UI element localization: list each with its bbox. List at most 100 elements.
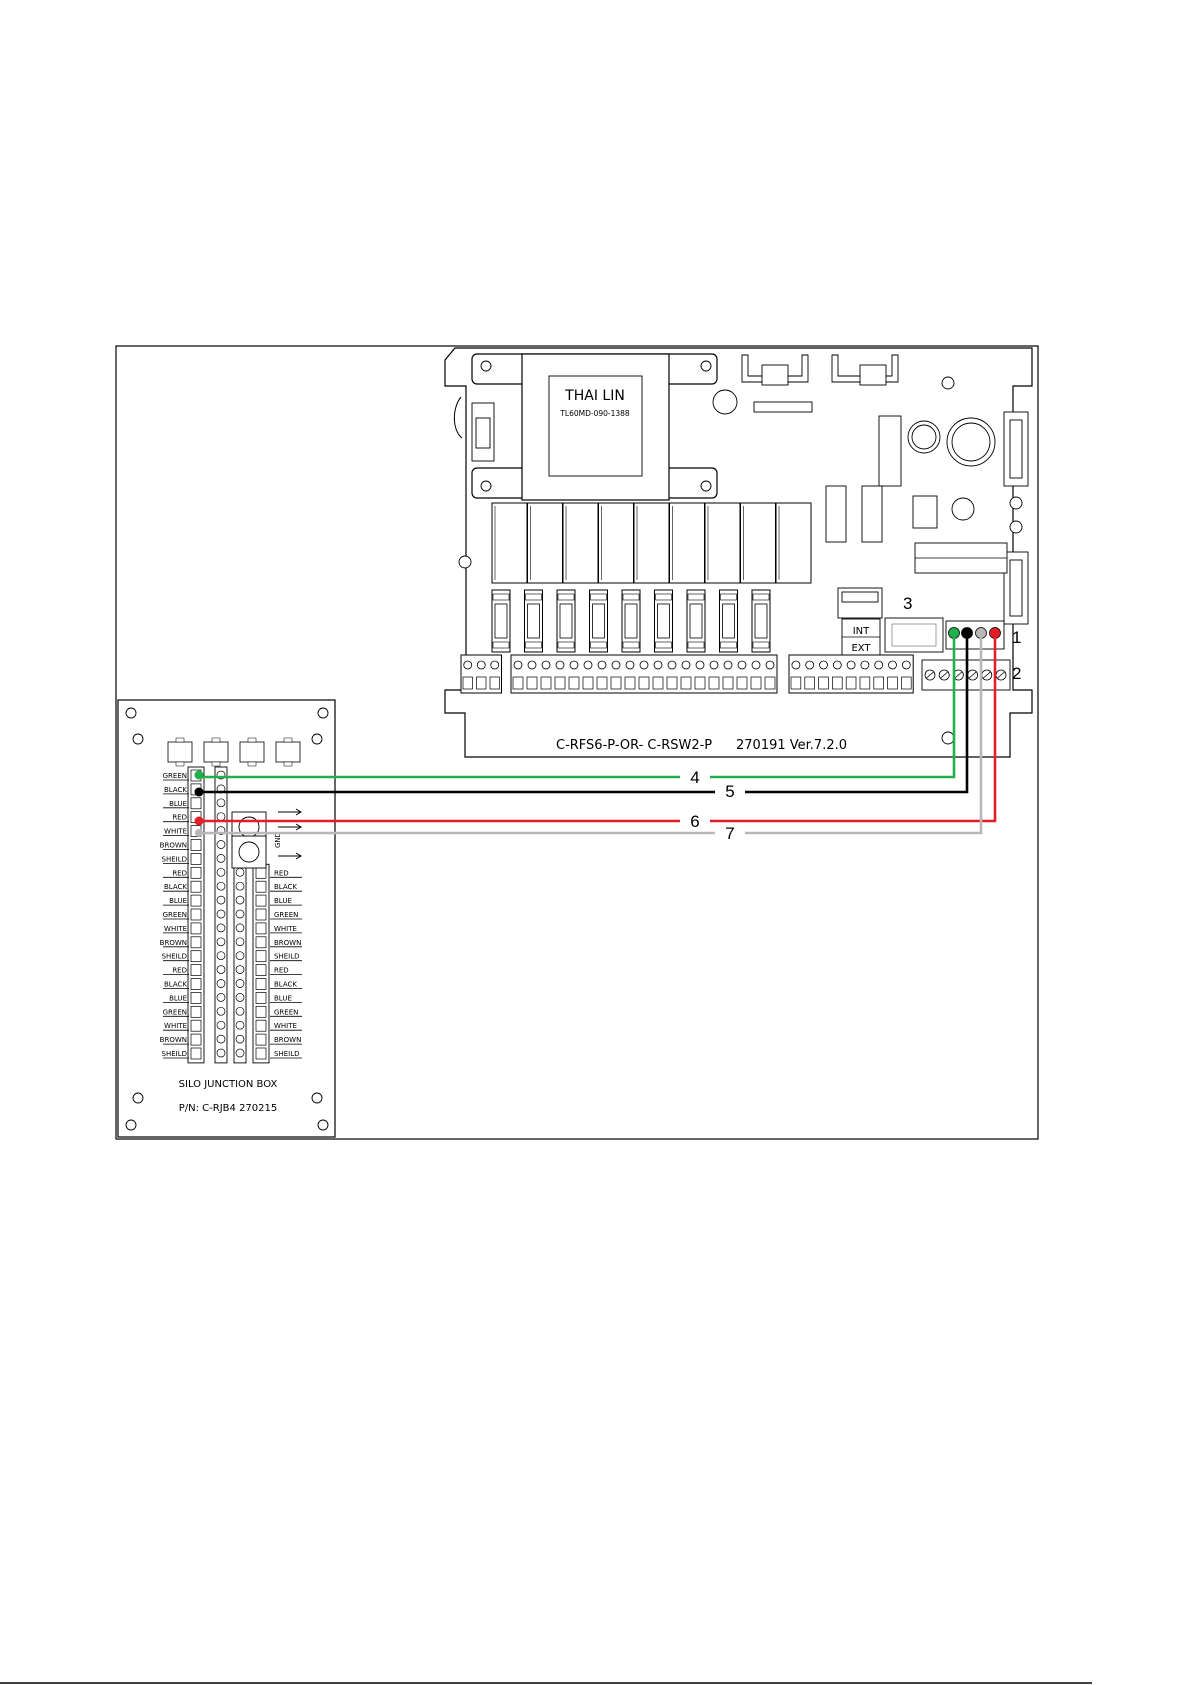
jb-terminal [190,936,202,949]
jb-terminal [190,866,202,879]
jb-terminal [255,1033,267,1046]
terminal-screw [625,660,635,670]
relay [775,502,812,584]
callout-3: 3 [903,594,912,613]
jb-screw [235,1048,245,1058]
fuse [527,603,540,639]
jb-terminal [190,992,202,1004]
jb-screw [235,909,245,919]
jb-left-label: SHEILD [162,855,187,863]
terminal-screw [737,660,747,670]
silo-junction-box: GREEN BLACK BLUE RED WHITE BROWN SHEILD RED BLAC… [117,699,336,1138]
jb-left-label: GREEN [163,911,187,919]
heat-sink-2 [831,354,899,386]
jb-left-label: WHITE [164,925,187,933]
jb-screw [216,965,226,974]
jb-left-label: BLUE [169,800,187,808]
jb-right-label: BROWN [274,939,301,947]
jb-right-label: RED [274,967,289,975]
jb-left-label: GREEN [163,1008,187,1016]
terminal-screw [860,660,870,670]
wire-grey [199,633,983,835]
jb-terminal [190,1005,202,1018]
jb-left-label: SHEILD [162,953,187,961]
jb-left-label: RED [172,869,187,877]
jb-screw [235,867,245,877]
jb-screw [216,1034,226,1044]
jb-screw [235,1006,245,1016]
jb-right-label: BLACK [274,883,297,891]
jb-fuse [167,741,193,763]
terminal-screw [846,660,856,670]
terminal-screw [791,660,801,670]
jb-fuse [275,741,301,763]
jb-left-label: BROWN [160,939,187,947]
jb-screw [216,951,226,961]
jb-right-label: BLACK [274,981,297,989]
jb-terminal [255,880,267,893]
board-model-label: C-RFS6-P-OR- C-RSW2-P [556,738,712,753]
jb-screw [216,937,226,947]
terminal-screw [583,660,593,670]
jb-left-label: BROWN [160,1036,187,1044]
fuse [624,603,638,639]
fuse [592,603,605,639]
terminal-screw [765,660,775,670]
jb-screw [235,937,245,947]
relay-bank [491,502,812,584]
jb-right-label: BLUE [274,994,292,1002]
relay [633,502,670,584]
terminal-screw [639,660,649,670]
jb-screw [216,895,226,905]
terminal-screw [555,660,565,670]
jb-screw [216,909,226,919]
terminal-screw [513,660,523,670]
jb-left-label: BLUE [169,994,187,1002]
transformer-brand: THAI LIN [564,388,625,404]
jb-terminal [190,908,202,921]
main-fuse-holder [453,396,495,462]
fuse [689,603,703,639]
relay [669,502,705,584]
jb-screw [235,993,245,1002]
jb-screw [235,895,245,905]
jb-terminal [190,839,202,851]
jb-terminal [255,908,267,921]
jb-terminal [255,1019,267,1032]
terminal-screw [476,660,486,670]
jb-terminal [190,797,202,810]
jb-terminal [190,894,202,907]
wire-black [199,633,969,794]
callout-1: 1 [1012,628,1021,647]
fuse [494,603,508,639]
fuse [657,603,670,639]
jb-terminal [255,922,267,935]
relay [491,502,528,584]
jb-left-label: BLACK [164,981,187,989]
jb-terminal [255,950,267,963]
jb-left-label: RED [172,814,187,822]
jb-left-label: SHEILD [162,1050,187,1058]
terminal-screw [832,660,842,670]
jb-screw [216,1048,226,1058]
wire-label-4: 4 [690,768,699,787]
jb-screw [216,979,226,988]
relay [740,502,776,584]
jb-screw [216,840,226,849]
terminal-screw [751,660,761,670]
board-version-label: 270191 Ver.7.2.0 [736,738,847,753]
jb-screw [235,965,245,974]
terminal-screw [569,660,579,670]
jb-terminal [255,894,267,907]
fuse [754,603,768,639]
terminal-screw [695,660,705,670]
jb-screw [235,979,245,988]
jb-fuse [239,741,265,763]
wire-label-6: 6 [690,812,699,831]
jb-screw [216,1006,226,1016]
jb-screw [216,812,226,822]
jb-left-label: BLUE [169,897,187,905]
jb-terminal [190,950,202,963]
jb-right-label: GREEN [274,911,298,919]
jb-screw [235,923,245,933]
